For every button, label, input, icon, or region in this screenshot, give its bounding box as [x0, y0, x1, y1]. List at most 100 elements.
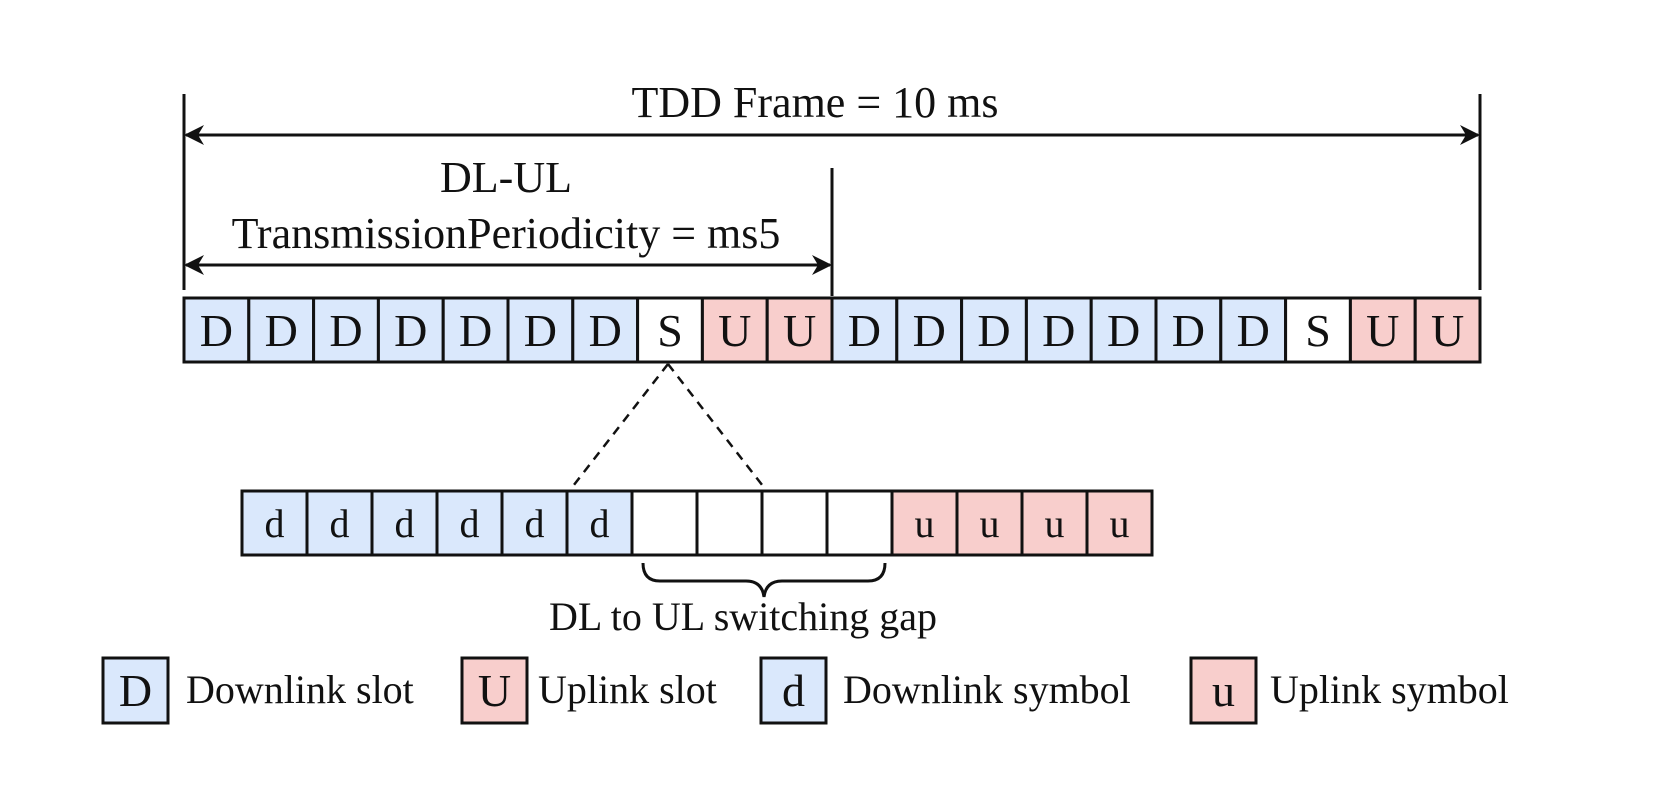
symbol-box: [630, 489, 699, 557]
slot-label: D: [913, 305, 946, 356]
symbol-label: d: [460, 501, 480, 546]
slot-box: [312, 296, 380, 364]
slot-label: U: [1431, 305, 1464, 356]
symbol-cell: u: [1085, 489, 1154, 557]
slot-cell: D: [506, 296, 575, 364]
symbol-cell: d: [435, 489, 504, 557]
slot-label: S: [657, 305, 683, 356]
legend-glyph: d: [782, 665, 805, 716]
slot-box: [1284, 296, 1352, 364]
symbol-box: [565, 489, 634, 557]
symbol-label: u: [980, 501, 1000, 546]
slot-box: [830, 296, 899, 364]
symbol-label: d: [330, 501, 350, 546]
slot-cell: D: [312, 296, 380, 364]
slot-cell: D: [376, 296, 445, 364]
symbol-cell: d: [500, 489, 569, 557]
legend-glyph: u: [1212, 665, 1235, 716]
symbol-cell: d: [370, 489, 439, 557]
symbol-cell: [760, 489, 829, 557]
slot-label: S: [1305, 305, 1331, 356]
legend-item-downlink-slot: D Downlink slot: [101, 656, 414, 725]
legend-item-uplink-symbol: u Uplink symbol: [1189, 656, 1509, 725]
legend-label: Downlink symbol: [843, 667, 1131, 712]
periodicity-label-line1: DL-UL: [440, 153, 572, 202]
symbol-box: [240, 489, 309, 557]
symbol-box: [955, 489, 1024, 557]
slot-cell: D: [1154, 296, 1223, 364]
symbol-cell: u: [955, 489, 1024, 557]
slot-label: D: [200, 305, 233, 356]
symbol-label: d: [395, 501, 415, 546]
slot-label: U: [718, 305, 751, 356]
slot-label: D: [1107, 305, 1140, 356]
zoom-line-left: [569, 363, 669, 491]
slot-label: D: [1042, 305, 1075, 356]
slot-cell: U: [1413, 296, 1482, 364]
legend-swatch: [460, 656, 529, 725]
slot-label: D: [1172, 305, 1205, 356]
symbol-box: [305, 489, 374, 557]
slot-cell: U: [700, 296, 769, 364]
slot-box: [1413, 296, 1482, 364]
symbol-cell: u: [890, 489, 959, 557]
slot-label: D: [589, 305, 622, 356]
symbol-cell: [825, 489, 894, 557]
slot-label: D: [459, 305, 492, 356]
symbol-box: [1020, 489, 1089, 557]
slot-label: D: [524, 305, 557, 356]
legend-swatch: [1189, 656, 1258, 725]
symbol-label: d: [590, 501, 610, 546]
symbol-cell: d: [240, 489, 309, 557]
slot-label: D: [394, 305, 427, 356]
slot-label: U: [1366, 305, 1399, 356]
symbol-cell: d: [565, 489, 634, 557]
legend-swatch: [101, 656, 170, 725]
slot-box: [571, 296, 640, 364]
symbol-box: [760, 489, 829, 557]
symbol-label: u: [1045, 501, 1065, 546]
legend-label: Uplink slot: [538, 667, 717, 712]
slot-label: D: [1237, 305, 1270, 356]
switching-gap-label: DL to UL switching gap: [549, 594, 937, 639]
symbol-cell: [695, 489, 764, 557]
symbol-label: d: [525, 501, 545, 546]
legend-label: Downlink slot: [186, 667, 414, 712]
slot-cell: D: [182, 296, 251, 364]
slot-label: D: [977, 305, 1010, 356]
slot-cell: D: [1024, 296, 1093, 364]
slot-label: D: [265, 305, 298, 356]
legend-glyph: D: [119, 665, 152, 716]
slot-box: [960, 296, 1028, 364]
frame-label: TDD Frame = 10 ms: [632, 78, 999, 127]
legend-label: Uplink symbol: [1270, 667, 1509, 712]
symbol-label: u: [1110, 501, 1130, 546]
legend-item-downlink-symbol: d Downlink symbol: [759, 656, 1131, 725]
slot-cell: S: [1284, 296, 1352, 364]
slot-cell: D: [895, 296, 964, 364]
slot-label: U: [783, 305, 816, 356]
slot-cell: S: [636, 296, 704, 364]
slot-cell: D: [247, 296, 316, 364]
symbol-box: [1085, 489, 1154, 557]
slot-box: [1089, 296, 1158, 364]
symbol-label: u: [915, 501, 935, 546]
slot-cell: D: [1089, 296, 1158, 364]
slot-cell: D: [830, 296, 899, 364]
symbol-box: [695, 489, 764, 557]
switching-gap-brace: [641, 562, 887, 598]
slot-label: D: [329, 305, 362, 356]
slot-cell: D: [960, 296, 1028, 364]
slot-label: D: [848, 305, 881, 356]
slot-box: [441, 296, 510, 364]
symbol-cell: d: [305, 489, 374, 557]
slot-box: [1154, 296, 1223, 364]
symbol-box: [825, 489, 894, 557]
periodicity-label-line2: TransmissionPeriodicity = ms5: [232, 209, 781, 258]
slot-cell: D: [571, 296, 640, 364]
